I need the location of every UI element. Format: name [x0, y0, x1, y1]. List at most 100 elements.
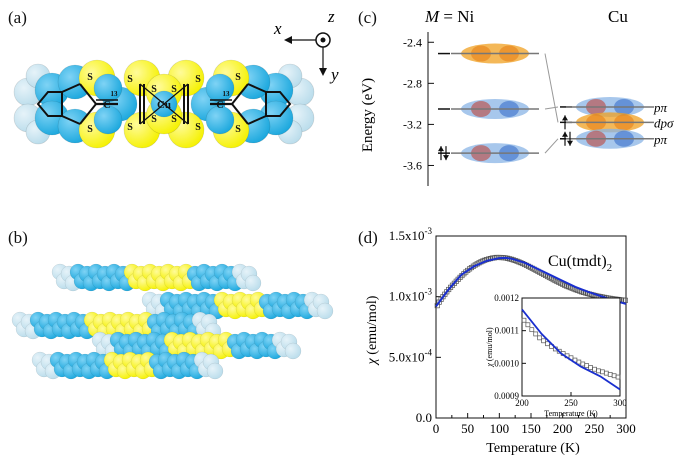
energy-tick-label: -3.6	[403, 158, 422, 172]
inset-data-point	[541, 338, 546, 344]
bond	[139, 83, 165, 105]
atom-label-s: S	[195, 74, 201, 85]
inset-data-point	[529, 327, 535, 333]
inset-data-point	[533, 331, 539, 337]
bond	[79, 103, 97, 125]
panel-d-label: (d)	[358, 228, 378, 247]
energy-tick-label: -2.4	[403, 35, 422, 49]
connector-2	[544, 138, 559, 154]
atom-label-s: S	[195, 122, 201, 133]
connector-1	[544, 53, 559, 123]
axis-indicator: x z y	[273, 7, 339, 84]
x-axis-label: Temperature (K)	[486, 441, 580, 456]
bond	[163, 103, 189, 125]
data-point	[622, 297, 628, 303]
orbital-label-1: dpσ	[654, 115, 674, 130]
susceptibility-plot: Cu(tmdt)2 χ (emu/mol) Temperature (K) 0 5…	[365, 226, 636, 456]
atom-label-s: S	[151, 114, 157, 125]
atom-label-s: S	[87, 124, 93, 135]
atom-label-s: S	[127, 122, 133, 133]
orbital-label-0: pπ	[653, 100, 668, 115]
y-tick-label: 0.0	[416, 410, 432, 425]
inset-y-tick-label: 0.0011	[495, 326, 519, 336]
y-axis-label: χ (emu/mol)	[365, 295, 380, 366]
atom-label-s: S	[127, 74, 133, 85]
atom-label-s: S	[151, 84, 157, 95]
panel-c-label: (c)	[358, 8, 377, 27]
ni-orbital-2	[451, 143, 539, 164]
inset-x-tick-label: 200	[515, 398, 529, 408]
atom-label-s: S	[171, 114, 177, 125]
bond	[139, 103, 165, 125]
atom-label-s: S	[87, 72, 93, 83]
bond	[79, 83, 97, 105]
cu-electron-down-2-head	[567, 140, 573, 146]
atom-c-29	[93, 105, 123, 135]
atom	[206, 362, 224, 380]
energy-axis: -2.4-2.8-3.2-3.6	[403, 32, 434, 186]
isotope-label-right: 13	[223, 90, 231, 98]
atom-label-s: S	[235, 72, 241, 83]
atom-label-cu: Cu	[157, 99, 171, 111]
isotope-label-left: 13	[111, 90, 119, 98]
compound-label: Cu(tmdt)2	[548, 253, 612, 274]
cu-orbital-2	[566, 128, 654, 149]
x-tick-label: 0	[433, 421, 440, 436]
ni-electron-down-head	[443, 155, 449, 161]
x-tick-label: 50	[461, 421, 474, 436]
cu-orbital-1	[566, 112, 654, 133]
cu-orbital-0	[566, 96, 654, 117]
ni-orbital-0	[451, 43, 539, 64]
x-tick-label: 100	[490, 421, 510, 436]
inset-data-point	[545, 341, 550, 347]
x-tick-label: 250	[585, 421, 605, 436]
ni-electron-up-head	[438, 146, 444, 152]
atom-label-s: S	[171, 84, 177, 95]
molecule-layer-4	[31, 351, 224, 380]
bond	[61, 115, 81, 125]
inset-y-axis-label: χ (emu/mol)	[485, 327, 494, 368]
inset-y-tick-label: 0.0010	[494, 358, 519, 368]
inset-x-tick-label: 250	[564, 398, 578, 408]
header-cu: Cu	[608, 7, 628, 26]
x-tick-label: 200	[553, 421, 573, 436]
y-tick-label: 1.0x10-3	[389, 287, 433, 304]
header-ni: M = Ni	[424, 7, 475, 26]
atom-label-s: S	[235, 124, 241, 135]
panel-a-label: (a)	[8, 8, 27, 27]
atom-c-31	[205, 105, 235, 135]
inset-x-tick-label: 300	[613, 398, 627, 408]
inset-x-axis-label: Temperature (K)	[544, 409, 598, 418]
bond	[231, 103, 249, 125]
inset-data-point	[525, 322, 531, 328]
panel-c: (c) M = Ni Cu Energy (eV) -2.4-2.8-3.2-3…	[350, 0, 687, 200]
inset-frame	[521, 297, 621, 397]
bond	[61, 83, 81, 93]
bond	[163, 83, 189, 105]
inset-y-tick-label: 0.0012	[494, 293, 519, 303]
orbital-label-2: pπ	[653, 132, 668, 147]
axis-z-label: z	[327, 7, 335, 26]
panel-b-label: (b)	[8, 228, 28, 247]
molecule-layer-1	[141, 291, 334, 320]
fit-line	[435, 256, 627, 307]
energy-level-diagram: M = Ni Cu Energy (eV) -2.4-2.8-3.2-3.6 p…	[360, 7, 674, 186]
inset-fit-line	[521, 308, 621, 391]
energy-axis-label: Energy (eV)	[360, 78, 376, 152]
y-tick-label: 5.0x10-4	[389, 347, 433, 364]
inset-data-point	[537, 335, 542, 341]
cu-electron-up-2-head	[562, 131, 568, 137]
ni-orbital-1	[451, 99, 539, 119]
molecule-stack-view	[11, 263, 334, 380]
bond-lines	[36, 83, 292, 125]
inset-data-point	[521, 317, 527, 323]
bond	[231, 83, 249, 105]
connector-0	[544, 106, 559, 110]
axis-y-label: y	[329, 65, 339, 84]
inset-y-tick-label: 0.0009	[494, 391, 519, 401]
cu-electron-up-1-head	[562, 115, 568, 121]
